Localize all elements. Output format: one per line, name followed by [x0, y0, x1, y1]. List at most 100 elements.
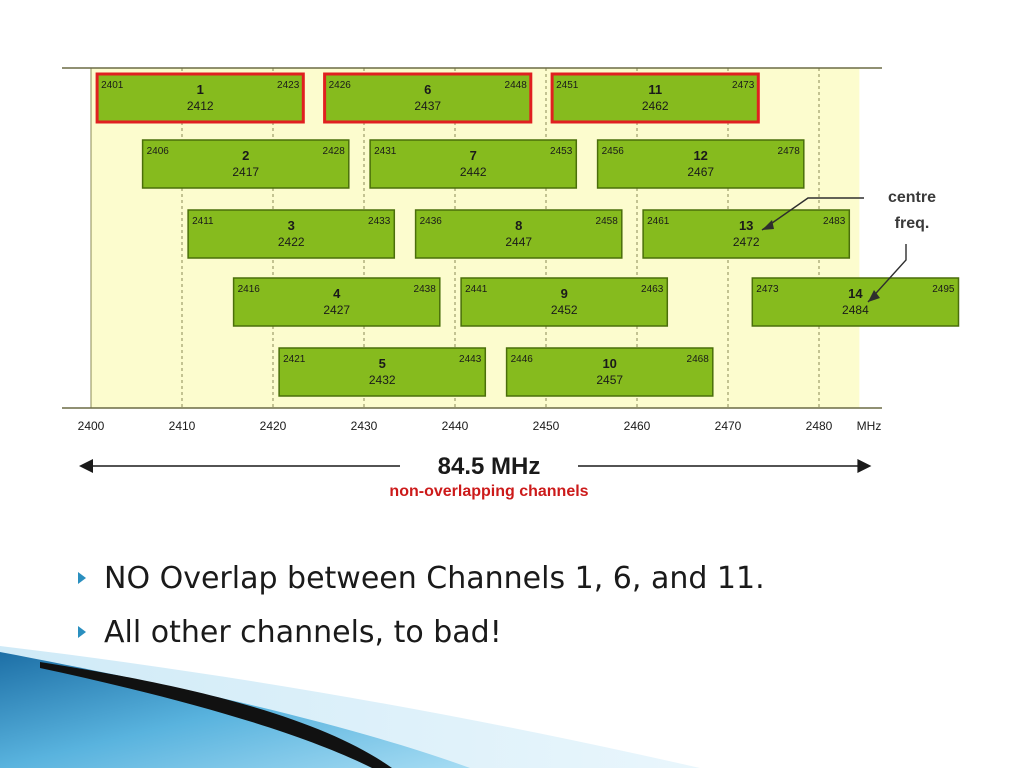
channel-center-freq: 2447	[505, 235, 532, 249]
centre-freq-label-line2: freq.	[895, 215, 930, 232]
bullet-text: All other channels, to bad!	[104, 615, 502, 650]
channel-center-freq: 2437	[414, 99, 441, 113]
channel-block	[278, 347, 487, 397]
channel-number: 10	[602, 356, 616, 371]
channel-center-freq: 2442	[460, 165, 487, 179]
centre-freq-pointer-14	[867, 244, 907, 303]
channel-center-freq: 2467	[687, 165, 714, 179]
channel-high-freq: 2423	[277, 80, 300, 91]
channel-high-freq: 2495	[932, 284, 955, 295]
channel-low-freq: 2431	[374, 146, 397, 157]
right-arrowhead-icon	[857, 459, 872, 473]
channel-low-freq: 2421	[283, 354, 306, 365]
channel-block	[187, 209, 396, 259]
channel-low-freq: 2401	[101, 80, 124, 91]
span-sublabel: non-overlapping channels	[389, 483, 588, 500]
channel-number: 3	[288, 218, 295, 233]
axis-tick-label: 2410	[169, 419, 196, 433]
channel-block	[414, 209, 623, 259]
channel-low-freq: 2426	[329, 80, 352, 91]
bullet-text: NO Overlap between Channels 1, 6, and 11…	[104, 561, 765, 596]
arrowhead-icon	[868, 290, 880, 302]
channel-high-freq: 2443	[459, 354, 482, 365]
channel-low-freq: 2473	[756, 284, 779, 295]
channel-high-freq: 2438	[414, 284, 437, 295]
channel-number: 5	[379, 356, 386, 371]
channel-number: 1	[197, 82, 204, 97]
channel-high-freq: 2458	[596, 216, 619, 227]
channel-low-freq: 2461	[647, 216, 670, 227]
channel-low-freq: 2456	[602, 146, 625, 157]
left-arrowhead-icon	[79, 459, 93, 473]
bullet-list: NO Overlap between Channels 1, 6, and 11…	[78, 556, 765, 664]
channel-block	[141, 139, 350, 189]
channel-low-freq: 2406	[147, 146, 170, 157]
highlighted-channel-block	[550, 72, 760, 124]
axis-tick-label: 2440	[442, 419, 469, 433]
channel-block	[751, 277, 960, 327]
channel-block	[505, 347, 714, 397]
bullet-item: All other channels, to bad!	[78, 610, 765, 664]
bullet-item: NO Overlap between Channels 1, 6, and 11…	[78, 556, 765, 610]
channel-center-freq: 2457	[596, 373, 623, 387]
channel-number: 9	[561, 286, 568, 301]
axis-tick-label: 2430	[351, 419, 378, 433]
axis-tick-label: 2480	[806, 419, 833, 433]
channel-low-freq: 2441	[465, 284, 488, 295]
channel-high-freq: 2448	[505, 80, 528, 91]
axis-tick-label: 2460	[624, 419, 651, 433]
channel-center-freq: 2427	[323, 303, 350, 317]
channel-center-freq: 2484	[842, 303, 869, 317]
axis-tick-label: 2420	[260, 419, 287, 433]
arrowhead-icon	[762, 220, 774, 230]
channel-number: 2	[242, 148, 249, 163]
channel-number: 8	[515, 218, 522, 233]
channel-low-freq: 2451	[556, 80, 579, 91]
channel-center-freq: 2452	[551, 303, 578, 317]
axis-unit-label: MHz	[857, 419, 882, 433]
channel-center-freq: 2472	[733, 235, 760, 249]
highlighted-channel-block	[323, 72, 533, 124]
channel-block	[596, 139, 805, 189]
channel-high-freq: 2483	[823, 216, 846, 227]
channel-block	[232, 277, 441, 327]
channel-block	[460, 277, 669, 327]
channel-center-freq: 2412	[187, 99, 214, 113]
channel-low-freq: 2446	[511, 354, 534, 365]
centre-freq-label-line1: centre	[888, 189, 936, 206]
channel-low-freq: 2411	[192, 216, 214, 227]
channel-number: 12	[693, 148, 707, 163]
channel-block	[369, 139, 578, 189]
channel-low-freq: 2416	[238, 284, 261, 295]
channel-high-freq: 2463	[641, 284, 664, 295]
channel-center-freq: 2462	[642, 99, 669, 113]
channel-high-freq: 2473	[732, 80, 755, 91]
axis-tick-label: 2450	[533, 419, 560, 433]
channel-number: 13	[739, 218, 753, 233]
channel-high-freq: 2428	[323, 146, 346, 157]
channel-high-freq: 2468	[687, 354, 710, 365]
channel-center-freq: 2417	[232, 165, 259, 179]
channel-number: 14	[848, 286, 863, 301]
span-label: 84.5 MHz	[438, 453, 541, 480]
channel-low-freq: 2436	[420, 216, 443, 227]
highlighted-channel-block	[95, 72, 305, 124]
axis-tick-label: 2470	[715, 419, 742, 433]
channel-number: 7	[470, 148, 477, 163]
channel-block	[642, 209, 851, 259]
channel-center-freq: 2432	[369, 373, 396, 387]
channel-number: 11	[648, 82, 662, 97]
bullet-arrow-icon	[78, 626, 86, 638]
bullet-arrow-icon	[78, 572, 86, 584]
axis-tick-label: 2400	[78, 419, 105, 433]
channel-high-freq: 2453	[550, 146, 573, 157]
channel-high-freq: 2433	[368, 216, 391, 227]
centre-freq-pointer-13	[761, 197, 864, 231]
channel-high-freq: 2478	[778, 146, 801, 157]
channel-number: 4	[333, 286, 341, 301]
channel-center-freq: 2422	[278, 235, 305, 249]
channel-number: 6	[424, 82, 431, 97]
